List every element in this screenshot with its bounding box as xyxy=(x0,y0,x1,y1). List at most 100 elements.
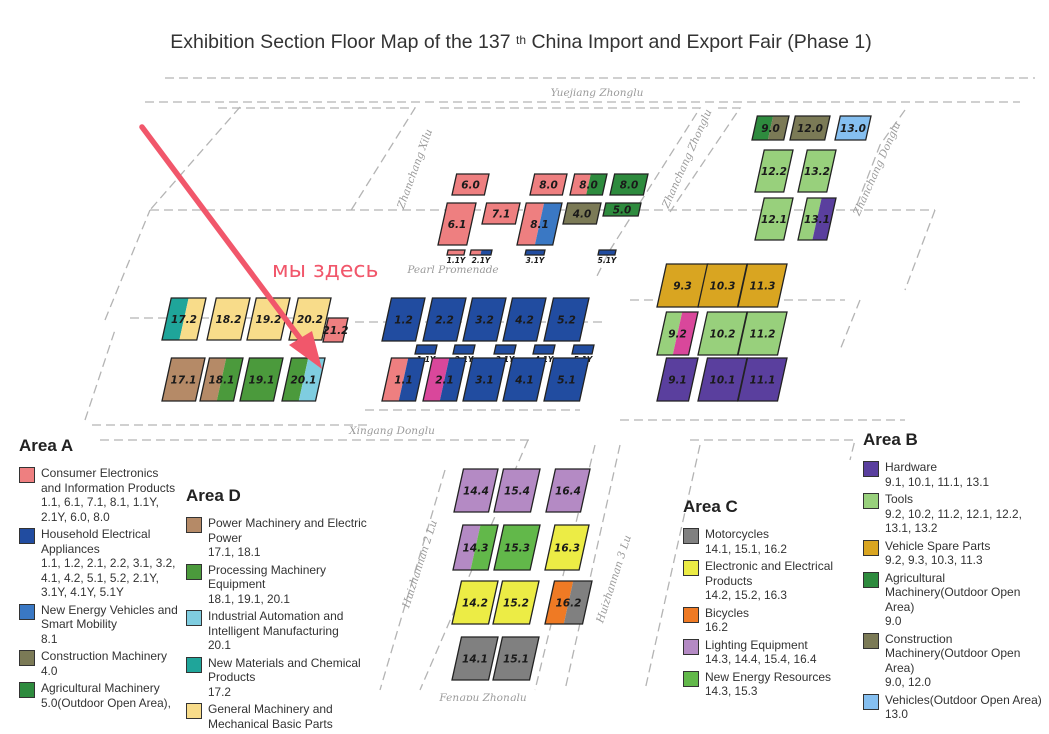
hall-10-2[interactable]: 10.2 xyxy=(697,311,748,356)
legend-halls: 16.2 xyxy=(705,620,728,634)
hall-label: 5.1 xyxy=(557,375,576,387)
hall-15-4[interactable]: 15.4 xyxy=(493,468,541,513)
hall-3-1Y[interactable]: 3.1Y xyxy=(524,249,546,265)
legend-halls: 9.2, 9.3, 10.3, 11.3 xyxy=(885,553,983,567)
hall-label: 15.4 xyxy=(504,486,530,498)
hall-19-1[interactable]: 19.1 xyxy=(239,357,284,402)
hall-1-1Y[interactable]: 1.1Y xyxy=(414,344,438,364)
legend-halls: 14.2, 15.2, 16.3 xyxy=(705,588,787,602)
hall-5-0[interactable]: 5.0 xyxy=(602,202,642,217)
hall-label: 18.2 xyxy=(216,314,242,326)
hall-label: 16.2 xyxy=(556,598,582,610)
hall-fill xyxy=(470,250,482,255)
hall-15-1[interactable]: 15.1 xyxy=(492,636,540,681)
hall-8-0[interactable]: 8.0 xyxy=(569,173,608,196)
hall-4-2[interactable]: 4.2 xyxy=(502,297,547,342)
hall-fill xyxy=(382,358,409,401)
hall-6-1[interactable]: 6.1 xyxy=(437,202,477,246)
hall-fill xyxy=(481,202,521,225)
hall-16-2[interactable]: 16.2 xyxy=(544,580,593,625)
hall-15-3[interactable]: 15.3 xyxy=(493,524,541,571)
hall-3-1[interactable]: 3.1 xyxy=(462,357,507,402)
legend-swatch xyxy=(186,703,202,719)
hall-17-1[interactable]: 17.1 xyxy=(161,357,206,402)
hall-6-0[interactable]: 6.0 xyxy=(451,173,490,196)
hall-5-1Y[interactable]: 5.1Y xyxy=(597,249,618,265)
hall-11-2[interactable]: 11.2 xyxy=(737,311,788,356)
hall-1-2[interactable]: 1.2 xyxy=(381,297,426,342)
hall-13-0[interactable]: 13.0 xyxy=(834,115,872,141)
hall-3-2[interactable]: 3.2 xyxy=(462,297,507,342)
hall-15-2[interactable]: 15.2 xyxy=(492,580,540,625)
hall-fill xyxy=(492,636,540,681)
legend-swatch xyxy=(863,571,879,588)
hall-2-1[interactable]: 2.1 xyxy=(422,357,467,402)
road-name-yuejiang-zhonglu: Yuejiang Zhonglu xyxy=(551,87,644,99)
hall-21-2[interactable]: 21.2 xyxy=(322,317,349,343)
hall-fill xyxy=(597,249,617,256)
hall-fill xyxy=(834,115,872,141)
hall-1-1[interactable]: 1.1 xyxy=(381,357,426,402)
hall-fill xyxy=(545,468,591,513)
hall-fill xyxy=(609,173,649,196)
hall-12-0[interactable]: 12.0 xyxy=(789,115,831,141)
location-arrow xyxy=(139,124,322,369)
hall-9-2[interactable]: 9.2 xyxy=(656,311,699,356)
hall-12-2[interactable]: 12.2 xyxy=(754,149,794,193)
hall-18-1[interactable]: 18.1 xyxy=(199,357,244,402)
hall-8-0[interactable]: 8.0 xyxy=(609,173,649,196)
legend-category: Lighting Equipment xyxy=(705,637,808,652)
hall-16-4[interactable]: 16.4 xyxy=(545,468,591,513)
hall-13-2[interactable]: 13.2 xyxy=(797,149,837,193)
hall-fill xyxy=(398,358,425,401)
hall-fill xyxy=(543,357,590,402)
hall-5-1[interactable]: 5.1 xyxy=(543,357,590,402)
hall-fill xyxy=(524,249,546,256)
hall-fill xyxy=(452,524,499,571)
hall-fill xyxy=(162,298,189,340)
legend-swatch xyxy=(186,563,202,580)
hall-2-2[interactable]: 2.2 xyxy=(422,297,467,342)
hall-fill xyxy=(586,174,607,195)
hall-7-1[interactable]: 7.1 xyxy=(481,202,521,225)
hall-label: 6.0 xyxy=(461,180,480,192)
hall-18-2[interactable]: 18.2 xyxy=(206,297,251,341)
hall-2-1Y[interactable]: 2.1Y xyxy=(469,249,493,265)
hall-1-1Y[interactable]: 1.1Y xyxy=(446,249,467,265)
hall-17-2[interactable]: 17.2 xyxy=(161,297,207,341)
hall-14-1[interactable]: 14.1 xyxy=(451,636,499,681)
hall-fill xyxy=(545,581,574,624)
hall-4-0[interactable]: 4.0 xyxy=(562,202,602,225)
legend-halls: 9.0 xyxy=(885,614,902,628)
hall-11-3[interactable]: 11.3 xyxy=(737,263,788,308)
hall-12-1[interactable]: 12.1 xyxy=(754,197,794,241)
hall-8-0[interactable]: 8.0 xyxy=(529,173,568,196)
hall-14-4[interactable]: 14.4 xyxy=(453,468,499,513)
hall-fill xyxy=(737,311,788,356)
legend-swatch xyxy=(186,517,202,533)
hall-fill xyxy=(298,358,325,401)
hall-label: 5.2 xyxy=(557,315,576,327)
hall-13-1[interactable]: 13.1 xyxy=(797,197,837,241)
hall-9-0[interactable]: 9.0 xyxy=(751,115,790,141)
hall-11-1[interactable]: 11.1 xyxy=(737,357,788,402)
hall-9-1[interactable]: 9.1 xyxy=(656,357,699,402)
hall-14-3[interactable]: 14.3 xyxy=(452,524,499,571)
map-title-prefix: Exhibition Section Floor Map of the 137 xyxy=(170,31,511,53)
hall-5-2[interactable]: 5.2 xyxy=(543,297,590,342)
hall-fill xyxy=(544,524,590,571)
hall-14-2[interactable]: 14.2 xyxy=(451,580,499,625)
hall-label: 5.0 xyxy=(613,205,632,217)
hall-8-1[interactable]: 8.1 xyxy=(516,202,563,246)
hall-fill xyxy=(502,297,547,342)
hall-20-1[interactable]: 20.1 xyxy=(281,357,326,402)
legend-swatch xyxy=(19,467,35,483)
hall-16-3[interactable]: 16.3 xyxy=(544,524,590,571)
hall-fill xyxy=(517,203,545,245)
hall-4-1[interactable]: 4.1 xyxy=(502,357,547,402)
